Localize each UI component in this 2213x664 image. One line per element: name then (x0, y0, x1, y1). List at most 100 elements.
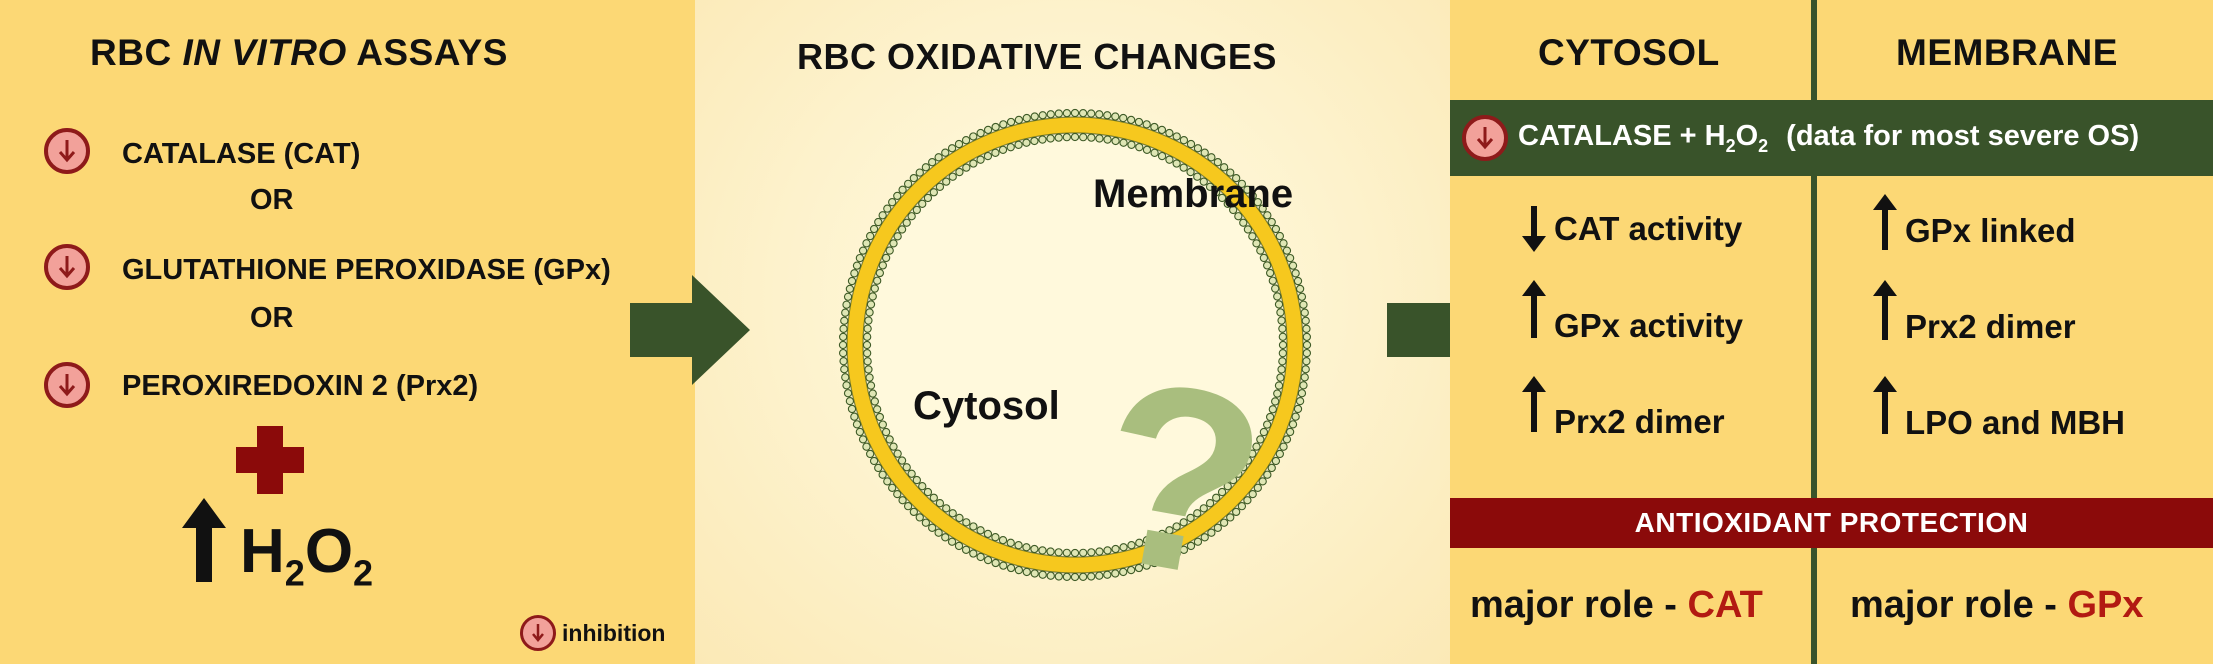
lipid-bead (1179, 545, 1189, 554)
lipid-bead (1274, 300, 1284, 309)
lipid-bead (1205, 499, 1215, 508)
lipid-bead (840, 316, 849, 325)
flow-arrow-icon (630, 275, 750, 385)
lipid-bead (918, 482, 927, 491)
results-panel: CYTOSOL MEMBRANE CATALASE + H2O2(data fo… (1450, 0, 2213, 664)
lipid-bead (858, 435, 868, 444)
lipid-bead (858, 246, 868, 255)
legend-inhibition-label: inhibition (562, 620, 666, 646)
lipid-bead (1299, 381, 1308, 390)
lipid-bead (1179, 163, 1188, 172)
lipid-bead (862, 442, 871, 451)
lipid-bead (1095, 110, 1104, 119)
membrane-major-role: major role - GPx (1850, 584, 2144, 626)
lipid-bead (948, 172, 957, 181)
lipid-bead (1243, 456, 1253, 465)
lipid-bead (1248, 191, 1257, 201)
lipid-bead (976, 155, 985, 164)
lipid-bead (1030, 136, 1039, 146)
lipid-bead (1229, 475, 1238, 485)
lipid-bead (1200, 533, 1209, 542)
lipid-bead (1006, 538, 1015, 547)
lipid-bead (923, 193, 933, 203)
lipid-bead (1267, 217, 1276, 227)
lipid-bead (852, 261, 862, 270)
lipid-bead (1165, 552, 1174, 562)
lipid-bead (1199, 504, 1208, 513)
lipid-bead (885, 435, 894, 444)
lipid-bead (838, 348, 848, 358)
lipid-bead (902, 218, 911, 227)
lipid-bead (1103, 111, 1112, 120)
lipid-bead (1301, 365, 1310, 374)
lipid-bead (1193, 509, 1202, 518)
membrane-outer-beads (838, 108, 1312, 582)
lipid-bead (903, 179, 913, 188)
lipid-bead (888, 483, 897, 492)
or-label: OR (250, 302, 294, 334)
lipid-bead (1226, 513, 1235, 522)
lipid-bead (1127, 140, 1136, 149)
lipid-bead (1265, 268, 1275, 278)
lipid-bead (866, 231, 875, 241)
lipid-bead (841, 308, 850, 317)
lipid-bead (1135, 538, 1144, 547)
lipid-bead (1288, 420, 1298, 429)
up-arrow-icon (182, 498, 226, 582)
lipid-bead (1079, 133, 1088, 142)
lipid-bead (1142, 535, 1152, 545)
lipid-bead (1070, 132, 1080, 142)
lipid-bead (969, 549, 978, 558)
membrane-header: MEMBRANE (1896, 32, 2118, 73)
lipid-bead (999, 120, 1008, 129)
lipid-bead (1087, 572, 1096, 581)
lipid-bead (1267, 463, 1276, 473)
lipid-bead (1219, 518, 1229, 527)
membrane-item: GPx linked (1905, 212, 2076, 249)
lipid-bead (1243, 496, 1252, 505)
lipid-bead (855, 253, 865, 263)
lipid-bead (1285, 427, 1295, 437)
lipid-bead (1229, 205, 1238, 215)
lipid-bead (907, 469, 916, 478)
lipid-bead (948, 509, 957, 518)
lipid-bead (1277, 316, 1286, 325)
lipid-bead (1271, 397, 1280, 406)
lipid-bead (1263, 470, 1272, 479)
lipid-bead (1282, 435, 1292, 444)
lipid-bead (991, 122, 1000, 132)
lipid-bead (881, 427, 891, 437)
cytosol-major-role: major role - CAT (1470, 584, 1763, 626)
lipid-bead (1217, 487, 1227, 497)
lipid-bead (923, 487, 933, 497)
lipid-bead (941, 148, 950, 157)
lipid-bead (898, 185, 907, 194)
lipid-bead (842, 300, 851, 309)
lipid-bead (1234, 469, 1243, 478)
lipid-bead (947, 144, 957, 153)
lipid-bead (1111, 136, 1120, 146)
lipid-bead (1278, 332, 1287, 341)
lipid-bead (1119, 138, 1128, 147)
lipid-bead (865, 308, 874, 317)
lipid-bead (1291, 412, 1300, 421)
lipid-bead (902, 463, 911, 472)
lipid-bead (1278, 324, 1287, 333)
lipid-bead (878, 420, 887, 429)
lipid-bead (839, 324, 848, 333)
lipid-bead (1256, 435, 1265, 444)
lipid-bead (1271, 224, 1281, 234)
lipid-bead (1278, 357, 1287, 366)
lipid-bead (1207, 153, 1216, 162)
cytosol-label: Cytosol (913, 384, 1060, 428)
lipid-bead (885, 246, 894, 255)
lipid-bead (976, 526, 985, 535)
lipid-bead (962, 518, 971, 527)
lipid-bead (855, 427, 865, 437)
lipid-bead (1207, 528, 1216, 537)
lipid-bead (1300, 308, 1309, 317)
lipid-bead (934, 528, 943, 537)
lipid-bead (955, 513, 964, 523)
lipid-bead (1172, 159, 1181, 168)
lipid-bead (947, 537, 957, 546)
